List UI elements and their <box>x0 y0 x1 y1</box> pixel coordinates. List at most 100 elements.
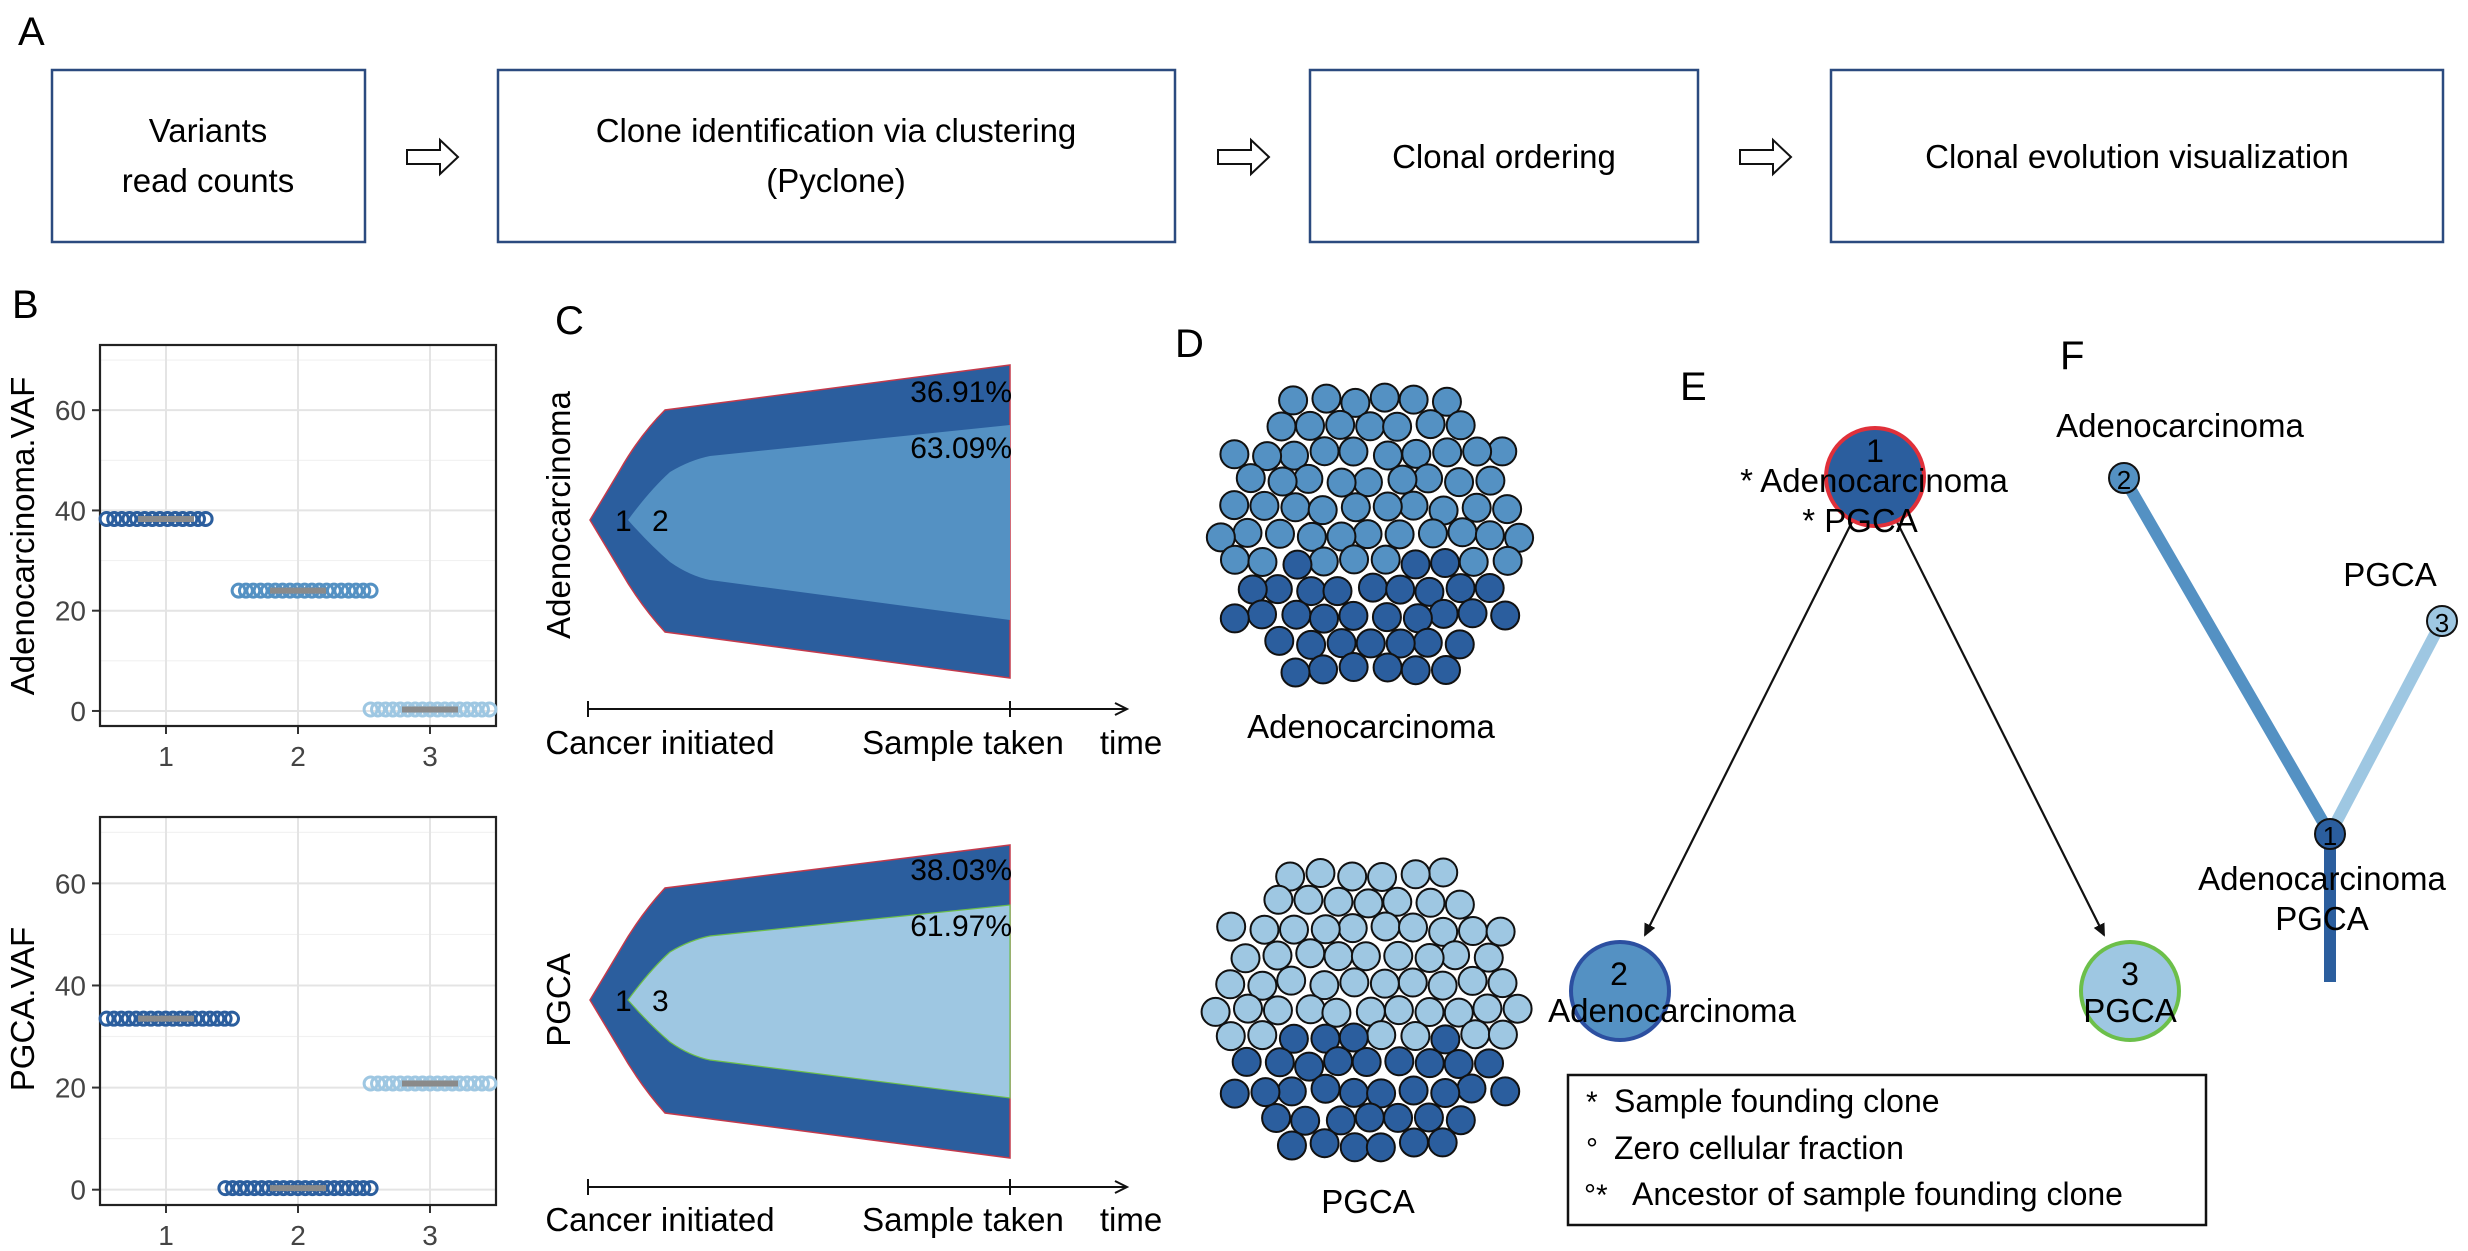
data-point <box>348 1180 365 1197</box>
legend-symbol: * <box>1586 1086 1598 1119</box>
cell <box>1432 437 1463 468</box>
cell <box>1249 490 1280 521</box>
cell <box>1474 520 1505 551</box>
plot-frame <box>98 343 498 728</box>
cell <box>1261 1103 1292 1134</box>
step-4-line-1: Clonal evolution visualization <box>1925 138 2349 175</box>
cell <box>1490 600 1521 631</box>
data-point <box>105 1010 122 1027</box>
cell <box>1492 494 1523 525</box>
cell <box>1323 941 1354 972</box>
cell <box>1474 573 1505 604</box>
data-point <box>231 1180 248 1197</box>
cell <box>1458 546 1489 577</box>
data-point <box>362 1180 379 1197</box>
cell <box>1295 410 1326 441</box>
cell <box>1276 1130 1307 1161</box>
step-2-line-1: Clone identification via clustering <box>596 112 1077 149</box>
cell <box>1384 519 1415 550</box>
cell <box>1247 599 1278 630</box>
cell <box>1414 576 1445 607</box>
cell <box>1366 1020 1397 1051</box>
y-axis-label: PGCA.VAF <box>4 927 41 1091</box>
cell <box>1355 628 1386 659</box>
cell <box>1326 628 1357 659</box>
data-point <box>253 1180 270 1197</box>
cell <box>1266 411 1297 442</box>
data-point <box>121 510 138 527</box>
data-point <box>106 510 123 527</box>
tree-edge-1-3 <box>1896 521 2105 937</box>
tree-node-id: 2 <box>1610 956 1628 992</box>
cell <box>1444 889 1475 920</box>
data-point <box>473 1075 490 1092</box>
branch-to-2 <box>2118 474 2336 838</box>
branch-node-3 <box>2426 605 2458 637</box>
data-point <box>340 1180 357 1197</box>
fish-clone-child <box>627 904 1011 1099</box>
cell <box>1276 1076 1307 1107</box>
cell <box>1370 911 1401 942</box>
y-tick-label: 20 <box>55 1073 86 1104</box>
cell <box>1398 1075 1429 1106</box>
cell <box>1325 409 1356 440</box>
panel-label-f: F <box>2060 334 2084 378</box>
data-point <box>466 701 483 718</box>
cell <box>1252 441 1283 472</box>
cell <box>1340 387 1371 418</box>
data-point <box>459 701 476 718</box>
cell <box>1338 600 1369 631</box>
data-point <box>194 1010 211 1027</box>
data-point <box>224 1010 240 1027</box>
cell <box>1219 490 1250 521</box>
cell <box>1444 629 1475 660</box>
step-2-line-2: (Pyclone) <box>766 162 905 199</box>
cell <box>1383 940 1414 971</box>
data-point <box>355 1180 372 1197</box>
cell <box>1430 654 1461 685</box>
cell <box>1338 652 1369 683</box>
cell <box>1280 657 1311 688</box>
cell <box>1338 436 1369 467</box>
cell <box>1387 464 1418 495</box>
cell <box>1276 965 1307 996</box>
cell <box>1412 627 1443 658</box>
cell <box>1502 993 1533 1024</box>
cell <box>1249 914 1280 945</box>
cell <box>1398 912 1429 943</box>
cell <box>1382 411 1413 442</box>
branch-node-id: 2 <box>2117 465 2131 495</box>
data-point <box>362 701 379 718</box>
branch-to-3 <box>2324 618 2448 837</box>
cell <box>1445 573 1476 604</box>
pipeline-step-3: Clonal ordering <box>1308 68 1700 244</box>
y-tick-label: 40 <box>55 970 86 1001</box>
data-point <box>481 701 498 718</box>
cell <box>1337 913 1368 944</box>
cell <box>1427 970 1458 1001</box>
cell <box>1428 598 1459 629</box>
cell <box>1369 382 1400 413</box>
cell <box>1445 410 1476 441</box>
branch-node-id: 3 <box>2435 608 2449 638</box>
cell <box>1231 1046 1262 1077</box>
cell <box>1427 1127 1458 1158</box>
cell <box>1457 916 1488 947</box>
branch-label: Adenocarcinoma <box>2056 407 2304 444</box>
cell <box>1219 1078 1250 1109</box>
cell <box>1456 1073 1487 1104</box>
data-point <box>113 510 130 527</box>
cell <box>1278 1023 1309 1054</box>
cell <box>1383 1102 1414 1133</box>
data-point <box>377 1075 394 1092</box>
legend-text: Zero cellular fraction <box>1614 1130 1904 1166</box>
tree-node-label: PGCA <box>2083 992 2177 1029</box>
cell <box>1282 549 1313 580</box>
cell <box>1290 1105 1321 1136</box>
cell <box>1370 544 1401 575</box>
legend-text: Ancestor of sample founding clone <box>1632 1176 2123 1212</box>
cell <box>1340 492 1371 523</box>
cell <box>1440 940 1471 971</box>
y-tick-label: 20 <box>55 596 86 627</box>
